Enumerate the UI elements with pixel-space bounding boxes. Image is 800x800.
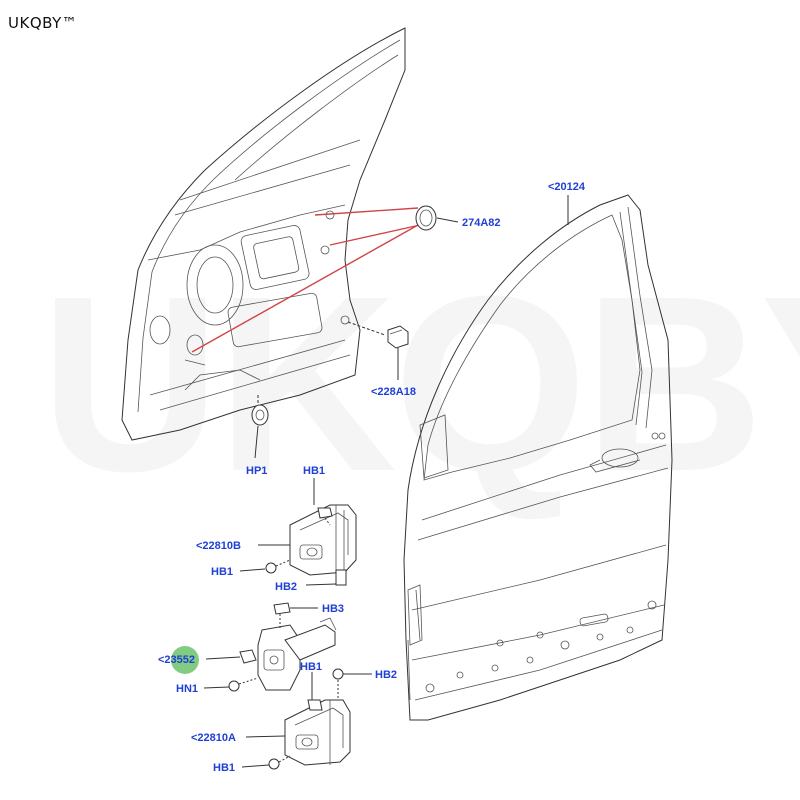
bolt-hb1-top: [313, 478, 333, 526]
bolt-hb1-upper: [239, 559, 291, 574]
bolt-hb1-bottom: [241, 755, 291, 770]
label-hn1: HN1: [176, 683, 198, 695]
label-upper-hinge: <22810B: [196, 540, 241, 552]
upper-hinge-22810b: [258, 504, 357, 576]
label-check-strap: <23552: [158, 654, 195, 666]
plug-callout-lines: [191, 207, 421, 353]
label-hb3: HB3: [322, 603, 344, 615]
brand-mark: UKQBY™: [8, 14, 78, 32]
bolt-hb2-upper: [305, 569, 347, 586]
label-clip: <228A18: [371, 386, 416, 398]
label-hb1-top: HB1: [303, 465, 325, 477]
bolt-hb2-lower: [332, 668, 372, 700]
plug-274a82: [415, 205, 459, 231]
body-side-aperture: [121, 27, 406, 441]
label-door-shell: <20124: [548, 181, 586, 193]
label-hb1-bottom: HB1: [213, 762, 235, 774]
label-hb1-lower: HB1: [300, 661, 322, 673]
label-lower-hinge: <22810A: [191, 732, 236, 744]
clip-228a18: [347, 321, 409, 380]
lower-hinge-22810a: [245, 699, 351, 766]
door-shell-20124: [403, 194, 673, 721]
bolt-hb1-lower: [307, 672, 323, 711]
grommet-hp1: [251, 395, 269, 459]
label-hb1-upper: HB1: [211, 566, 233, 578]
check-strap-23552: [205, 617, 337, 691]
label-hp1: HP1: [246, 465, 267, 477]
highlight-marker: [171, 646, 199, 674]
label-hb2-lower: HB2: [375, 669, 397, 681]
nut-hn1: [203, 677, 259, 692]
bolt-hb3: [273, 602, 318, 628]
label-plug: 274A82: [462, 217, 501, 229]
label-hb2-upper: HB2: [275, 581, 297, 593]
